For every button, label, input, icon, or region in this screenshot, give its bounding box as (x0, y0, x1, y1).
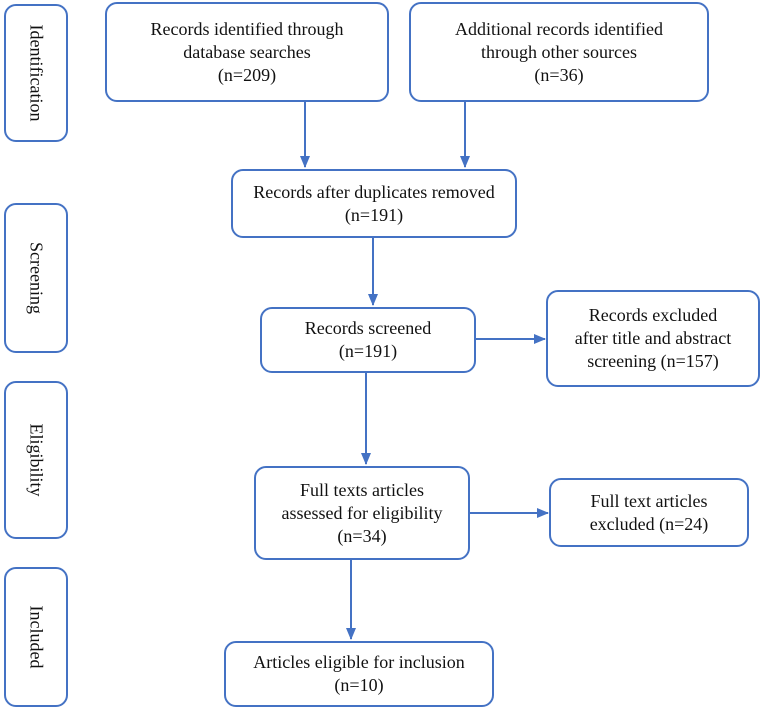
stage-screening: Screening (4, 203, 68, 353)
excluded-fulltext-line1: Full text articles (590, 490, 708, 511)
included-count: (n=10) (334, 675, 384, 695)
stage-included: Included (4, 567, 68, 707)
other-line2: through other sources (481, 41, 637, 62)
included-line1: Articles eligible for inclusion (253, 652, 465, 672)
box-records-screened: Records screened (n=191) (260, 307, 476, 373)
other-line1: Additional records identified (455, 18, 663, 39)
excluded-fulltext-count: excluded (n=24) (589, 513, 709, 534)
fulltext-line1: Full texts articles (300, 479, 424, 500)
excluded-screening-count: screening (n=157) (587, 351, 719, 371)
box-fulltext-assessed: Full texts articles assessed for eligibi… (254, 466, 470, 560)
fulltext-line2: assessed for eligibility (281, 502, 443, 523)
screened-count: (n=191) (338, 341, 398, 361)
fulltext-count: (n=34) (337, 525, 387, 546)
database-count: (n=209) (217, 64, 277, 85)
stage-identification: Identification (4, 4, 68, 142)
duplicates-count: (n=191) (344, 204, 404, 225)
duplicates-line1: Records after duplicates removed (253, 181, 495, 202)
database-line1: Records identified through (150, 18, 344, 39)
database-line2: database searches (183, 41, 311, 62)
screened-line1: Records screened (304, 318, 432, 338)
excluded-screening-line1: Records excluded (588, 305, 718, 325)
excluded-screening-line2: after title and abstract (574, 328, 732, 348)
box-database-searches: Records identified through database sear… (105, 2, 389, 102)
box-records-excluded: Records excluded after title and abstrac… (546, 290, 760, 387)
other-count: (n=36) (534, 64, 584, 85)
box-duplicates-removed: Records after duplicates removed (n=191) (231, 169, 517, 238)
box-included: Articles eligible for inclusion (n=10) (224, 641, 494, 707)
box-fulltext-excluded: Full text articles excluded (n=24) (549, 478, 749, 547)
box-other-sources: Additional records identified through ot… (409, 2, 709, 102)
stage-eligibility: Eligibility (4, 381, 68, 539)
